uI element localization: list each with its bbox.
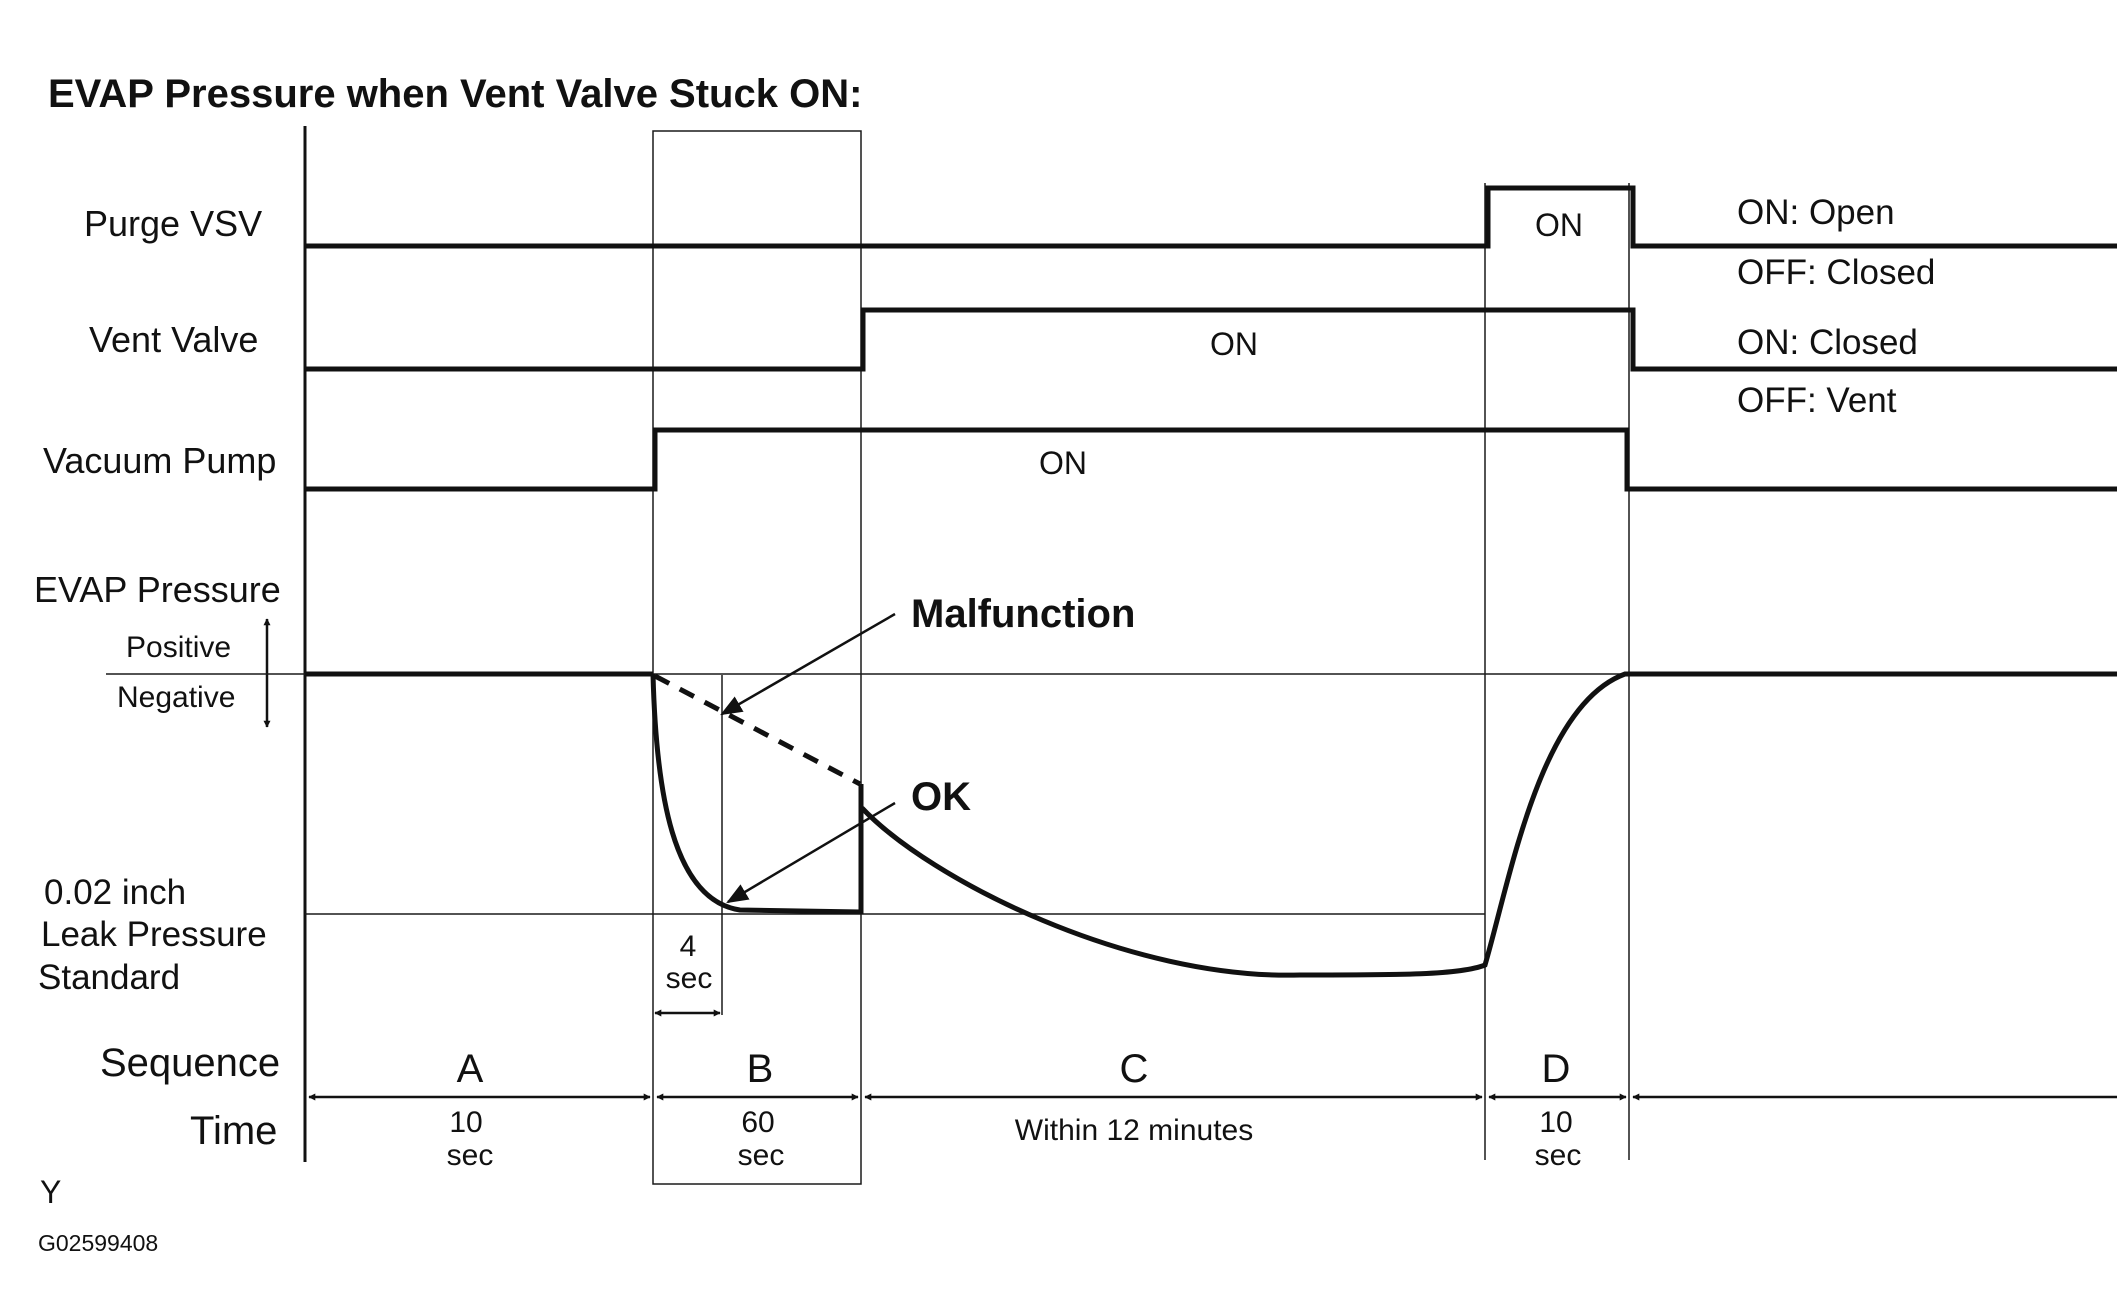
sequence-label: Sequence bbox=[100, 1041, 280, 1085]
purge-vsv-legend-on: ON: Open bbox=[1737, 193, 1895, 232]
figure-id: G02599408 bbox=[38, 1230, 158, 1256]
ok-label: OK bbox=[911, 775, 971, 819]
phase-b-time-value: 60 bbox=[741, 1106, 774, 1139]
vent-valve-label: Vent Valve bbox=[89, 319, 258, 360]
vent-valve-on-text: ON bbox=[1210, 326, 1258, 362]
ok-pointer-arrow bbox=[726, 801, 896, 904]
leak-standard-label-line1: 0.02 inch bbox=[44, 873, 186, 912]
vacuum-pump-signal-line bbox=[305, 427, 2117, 492]
footer-code: Y bbox=[40, 1174, 61, 1210]
phase-a-name: A bbox=[457, 1047, 484, 1091]
diagram-title: EVAP Pressure when Vent Valve Stuck ON: bbox=[48, 72, 862, 116]
vent-valve-signal-line bbox=[305, 307, 2117, 372]
phase-d-name: D bbox=[1542, 1047, 1571, 1091]
evap-pressure-phase-c-d-curve bbox=[860, 671, 2117, 978]
leak-standard-label-line2: Leak Pressure bbox=[41, 915, 267, 954]
phase-b-time-unit: sec bbox=[738, 1139, 785, 1172]
phase-a-time-value: 10 bbox=[449, 1106, 482, 1139]
evap-pressure-label: EVAP Pressure bbox=[34, 569, 281, 610]
negative-label: Negative bbox=[117, 681, 235, 714]
four-sec-value: 4 bbox=[680, 930, 697, 963]
four-sec-unit: sec bbox=[666, 962, 713, 995]
vacuum-pump-on-text: ON bbox=[1039, 445, 1087, 481]
phase-b-name: B bbox=[747, 1047, 774, 1091]
ok-pressure-curve bbox=[650, 673, 864, 915]
purge-vsv-on-text: ON bbox=[1535, 207, 1583, 243]
leak-standard-label-line3: Standard bbox=[38, 958, 180, 997]
malfunction-label: Malfunction bbox=[911, 592, 1135, 636]
phase-b-box bbox=[652, 130, 862, 1185]
malfunction-pressure-line bbox=[653, 673, 862, 787]
vent-valve-legend-on: ON: Closed bbox=[1737, 323, 1918, 362]
purge-vsv-signal-line bbox=[305, 185, 2117, 249]
phase-a-time-unit: sec bbox=[447, 1139, 494, 1172]
malfunction-pointer-arrow bbox=[720, 612, 896, 716]
purge-vsv-label: Purge VSV bbox=[84, 203, 262, 244]
phase-c-name: C bbox=[1120, 1047, 1149, 1091]
vacuum-pump-label: Vacuum Pump bbox=[43, 440, 276, 481]
phase-c-time-text: Within 12 minutes bbox=[1015, 1114, 1253, 1147]
phase-d-time-unit: sec bbox=[1535, 1139, 1582, 1172]
phase-d-time-value: 10 bbox=[1539, 1106, 1572, 1139]
time-label: Time bbox=[190, 1109, 277, 1153]
positive-label: Positive bbox=[126, 631, 231, 664]
purge-vsv-legend-off: OFF: Closed bbox=[1737, 253, 1935, 292]
vent-valve-legend-off: OFF: Vent bbox=[1737, 381, 1897, 420]
